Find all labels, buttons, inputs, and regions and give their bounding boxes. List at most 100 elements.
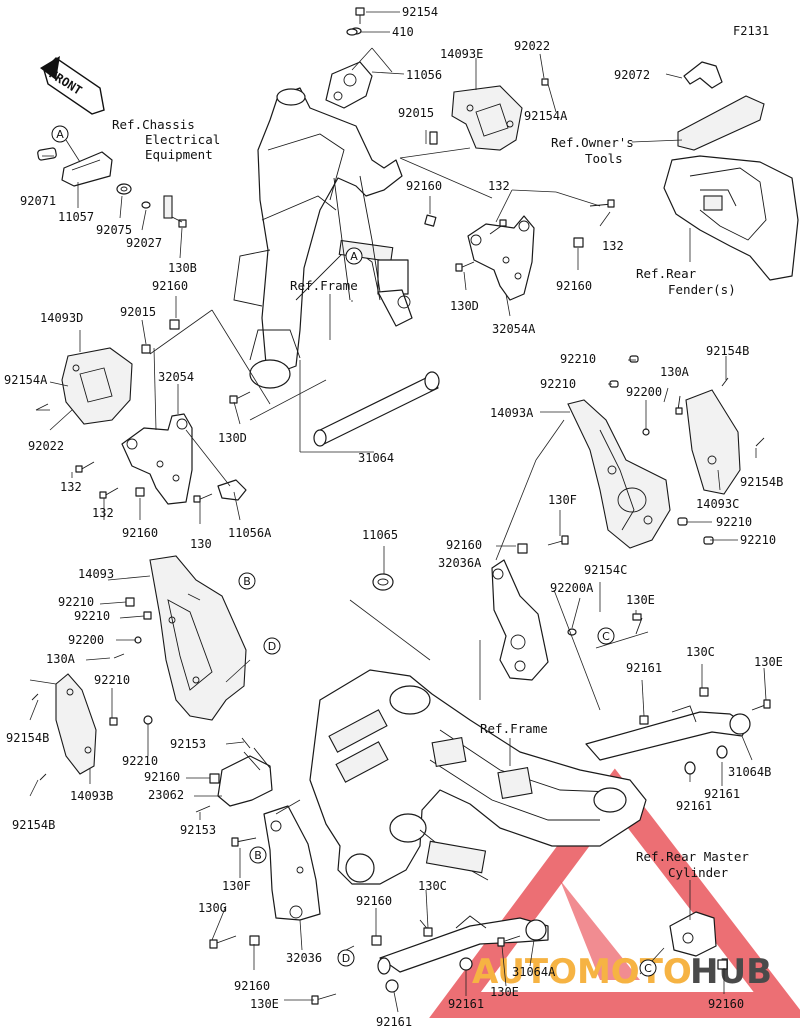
part-label: 132 — [602, 239, 624, 253]
part-label: 32054A — [492, 322, 536, 336]
part-label: 132 — [488, 179, 510, 193]
callout-D-1-text: D — [268, 640, 276, 653]
part-label: 130C — [418, 879, 447, 893]
part-label: 14093C — [696, 497, 739, 511]
part-label: 92200 — [626, 385, 662, 399]
callout-D-2-text: D — [342, 952, 350, 965]
part-label: 130E — [490, 985, 519, 999]
ref-owners-line1: Ref.Owner's — [551, 135, 634, 150]
part-label: 92160 — [708, 997, 744, 1011]
callout-B-2-text: B — [254, 849, 262, 862]
part-label: 92200 — [68, 633, 104, 647]
callout-B-1: B — [238, 572, 256, 590]
part-label: 130E — [250, 997, 279, 1011]
part-14093C — [685, 389, 741, 495]
part-label: 31064 — [358, 451, 394, 465]
part-label: 92160 — [446, 538, 482, 552]
part-label: 11065 — [362, 528, 398, 542]
part-label: 130D — [450, 299, 479, 313]
callout-B-1-text: B — [243, 575, 251, 588]
part-11056A — [217, 479, 247, 501]
part-31064B — [585, 705, 751, 761]
ref-fender-line1: Ref.Rear — [636, 266, 697, 281]
ref-master-line1: Ref.Rear Master — [636, 849, 749, 864]
part-label: 130A — [660, 365, 690, 379]
part-label: 92210 — [122, 754, 158, 768]
part-label: 92072 — [614, 68, 650, 82]
part-label: 92022 — [28, 439, 64, 453]
part-label: 92153 — [180, 823, 216, 837]
part-label: 130F — [222, 879, 251, 893]
part-label: 130F — [548, 493, 577, 507]
ref-frame-upper: Ref.Frame — [290, 278, 358, 293]
part-label: 92153 — [170, 737, 206, 751]
part-32036 — [263, 805, 321, 921]
callout-C-1: C — [597, 627, 615, 645]
ref-chassis-line3: Equipment — [145, 147, 213, 162]
part-label: 11056A — [228, 526, 272, 540]
part-14093B — [55, 673, 97, 775]
part-label: 92160 — [144, 770, 180, 784]
callout-C-2: C — [639, 959, 657, 977]
figure-code: F2131 — [733, 24, 769, 38]
callout-A-1-text: A — [56, 128, 64, 141]
part-label: 92154A — [4, 373, 48, 387]
ref-electrical-bar — [163, 195, 173, 219]
ref-rear-master-cylinder: Ref.Rear Master Cylinder — [636, 849, 749, 880]
part-labels: 92154 410 11056 14093E 92022 92154A 9201… — [4, 5, 783, 1029]
part-label: 92015 — [398, 106, 434, 120]
rear-master-cylinder-bracket — [669, 911, 717, 957]
part-label: 11056 — [406, 68, 442, 82]
callout-D-2: D — [337, 949, 355, 967]
part-14093D — [61, 347, 133, 425]
ref-owners-tools: Ref.Owner's Tools — [551, 135, 634, 166]
part-14093A — [567, 399, 671, 549]
part-label: 92154B — [6, 731, 49, 745]
part-label: 31064B — [728, 765, 771, 779]
part-label: 14093E — [440, 47, 483, 61]
part-label: 92210 — [740, 533, 776, 547]
part-label: 92027 — [126, 236, 162, 250]
part-label: 92210 — [716, 515, 752, 529]
part-label: 92160 — [356, 894, 392, 908]
ref-chassis-electrical: Ref.Chassis Electrical Equipment — [112, 117, 220, 162]
callout-B-2: B — [249, 846, 267, 864]
part-32054A — [467, 215, 535, 301]
part-label: 130E — [626, 593, 655, 607]
part-label: 92154B — [740, 475, 783, 489]
part-label: 92160 — [122, 526, 158, 540]
part-label: 92154C — [584, 563, 627, 577]
part-label: 92022 — [514, 39, 550, 53]
part-label: 14093D — [40, 311, 83, 325]
part-14093E — [451, 85, 523, 151]
part-label: 14093B — [70, 789, 113, 803]
part-11065 — [372, 573, 394, 591]
part-label: 92160 — [152, 279, 188, 293]
part-label: 92154A — [524, 109, 568, 123]
part-label: 92161 — [448, 997, 484, 1011]
part-label: 92160 — [556, 279, 592, 293]
part-92072 — [683, 61, 723, 89]
ref-frame-lower: Ref.Frame — [480, 721, 548, 736]
part-92027 — [141, 201, 151, 209]
part-label: 130D — [218, 431, 247, 445]
ref-rear-fender: Ref.Rear Fender(s) — [636, 266, 736, 297]
watermark-text-2: HUB — [690, 952, 772, 992]
part-label: 92210 — [560, 352, 596, 366]
part-32054 — [121, 413, 193, 505]
front-arrow: FRONT — [40, 56, 105, 115]
part-label: 92075 — [96, 223, 132, 237]
rear-fender-part — [663, 155, 799, 281]
part-label: 92210 — [540, 377, 576, 391]
part-label: 92161 — [704, 787, 740, 801]
part-11057 — [61, 151, 113, 187]
part-14093 — [149, 555, 247, 721]
callout-A-2: A — [345, 247, 363, 265]
part-label: 11057 — [58, 210, 94, 224]
ref-chassis-line2: Electrical — [145, 132, 220, 147]
ref-fender-line2: Fender(s) — [668, 282, 736, 297]
part-label: 92015 — [120, 305, 156, 319]
part-label: 130A — [46, 652, 76, 666]
part-92071 — [37, 147, 57, 161]
